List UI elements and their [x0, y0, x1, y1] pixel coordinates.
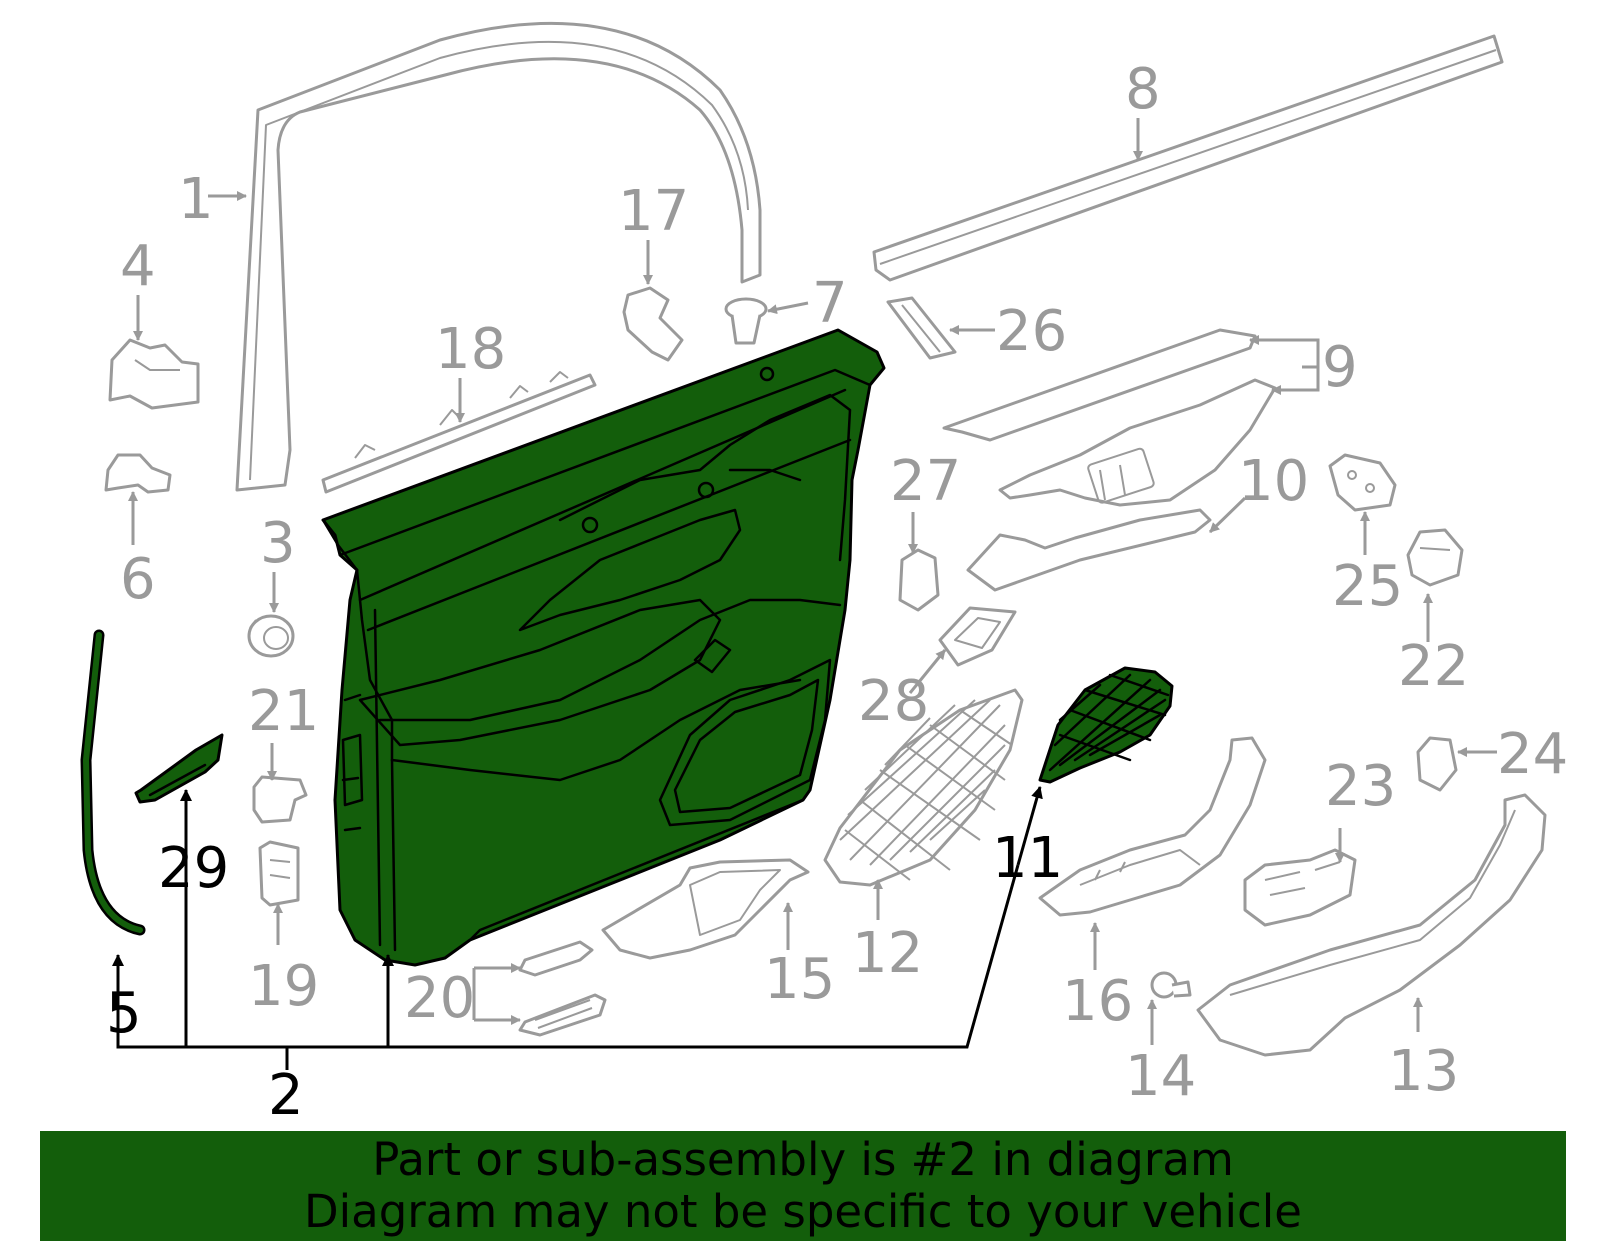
- label-15: 15: [764, 947, 835, 1012]
- label-22: 22: [1398, 634, 1469, 699]
- part-10-armrest: [966, 508, 1212, 592]
- part-13-armrest-pad: [1196, 793, 1547, 1057]
- callout-arrows: [128, 118, 1497, 1045]
- part-11-speaker-grille: [1038, 666, 1174, 784]
- part-18-strip: [321, 371, 597, 494]
- part-21-clip: [252, 775, 308, 824]
- label-9: 9: [1322, 335, 1358, 400]
- label-4: 4: [120, 234, 156, 299]
- part-19-clip: [258, 840, 300, 907]
- banner-line-1: Part or sub-assembly is #2 in diagram: [372, 1133, 1234, 1186]
- label-19: 19: [248, 954, 319, 1019]
- label-24: 24: [1497, 722, 1568, 787]
- part-2-door-trim-panel: [321, 328, 886, 967]
- label-18: 18: [435, 317, 506, 382]
- part-15-pocket: [601, 858, 810, 960]
- label-3: 3: [260, 511, 296, 576]
- part-7-grommet: [724, 297, 768, 345]
- part-22-switch: [1406, 528, 1464, 587]
- label-10: 10: [1238, 449, 1309, 514]
- part-28-switch: [938, 606, 1017, 667]
- label-26: 26: [996, 299, 1067, 364]
- label-27: 27: [890, 449, 961, 514]
- part-5-seal-strip: [80, 629, 146, 936]
- label-14: 14: [1125, 1044, 1196, 1109]
- callout-2-bracket: [112, 786, 1043, 1070]
- part-29-trim: [134, 733, 224, 804]
- label-13: 13: [1388, 1039, 1459, 1104]
- label-29: 29: [158, 836, 229, 901]
- part-27-clip: [898, 548, 940, 612]
- callout-labels: 1 2 3 4 5 6 7 8 9 10 11 12 13 14 15 16 1…: [106, 57, 1568, 1128]
- part-14-clip: [1150, 971, 1192, 999]
- part-9-trim-panel: [942, 328, 1277, 507]
- part-1-door-frame: [235, 21, 762, 492]
- label-17: 17: [618, 179, 689, 244]
- label-8: 8: [1125, 57, 1161, 122]
- banner-line-2: Diagram may not be specific to your vehi…: [304, 1185, 1302, 1238]
- info-banner: Part or sub-assembly is #2 in diagram Di…: [40, 1131, 1566, 1241]
- label-16: 16: [1062, 969, 1133, 1034]
- label-23: 23: [1325, 754, 1396, 819]
- label-25: 25: [1332, 554, 1403, 619]
- part-20-handles: [518, 940, 607, 1037]
- label-7: 7: [812, 271, 848, 336]
- label-6: 6: [120, 547, 156, 612]
- part-16-bezel: [1038, 736, 1267, 917]
- part-4-bracket: [108, 338, 200, 410]
- part-23-window-switch: [1243, 848, 1357, 927]
- label-12: 12: [852, 921, 923, 986]
- label-28: 28: [858, 669, 929, 734]
- label-20: 20: [404, 966, 475, 1031]
- part-6-clip: [104, 453, 172, 494]
- label-21: 21: [248, 679, 319, 744]
- part-12-speaker-grille: [823, 688, 1024, 887]
- part-8-belt-molding: [872, 34, 1504, 282]
- label-2: 2: [268, 1063, 304, 1128]
- part-3-fastener: [247, 614, 295, 658]
- part-17-bracket: [622, 286, 684, 362]
- part-25-switch: [1328, 453, 1397, 512]
- label-5: 5: [106, 981, 142, 1046]
- part-26-bracket: [886, 296, 957, 360]
- label-11: 11: [992, 826, 1063, 891]
- label-1: 1: [178, 167, 214, 232]
- part-24-clip: [1416, 736, 1458, 792]
